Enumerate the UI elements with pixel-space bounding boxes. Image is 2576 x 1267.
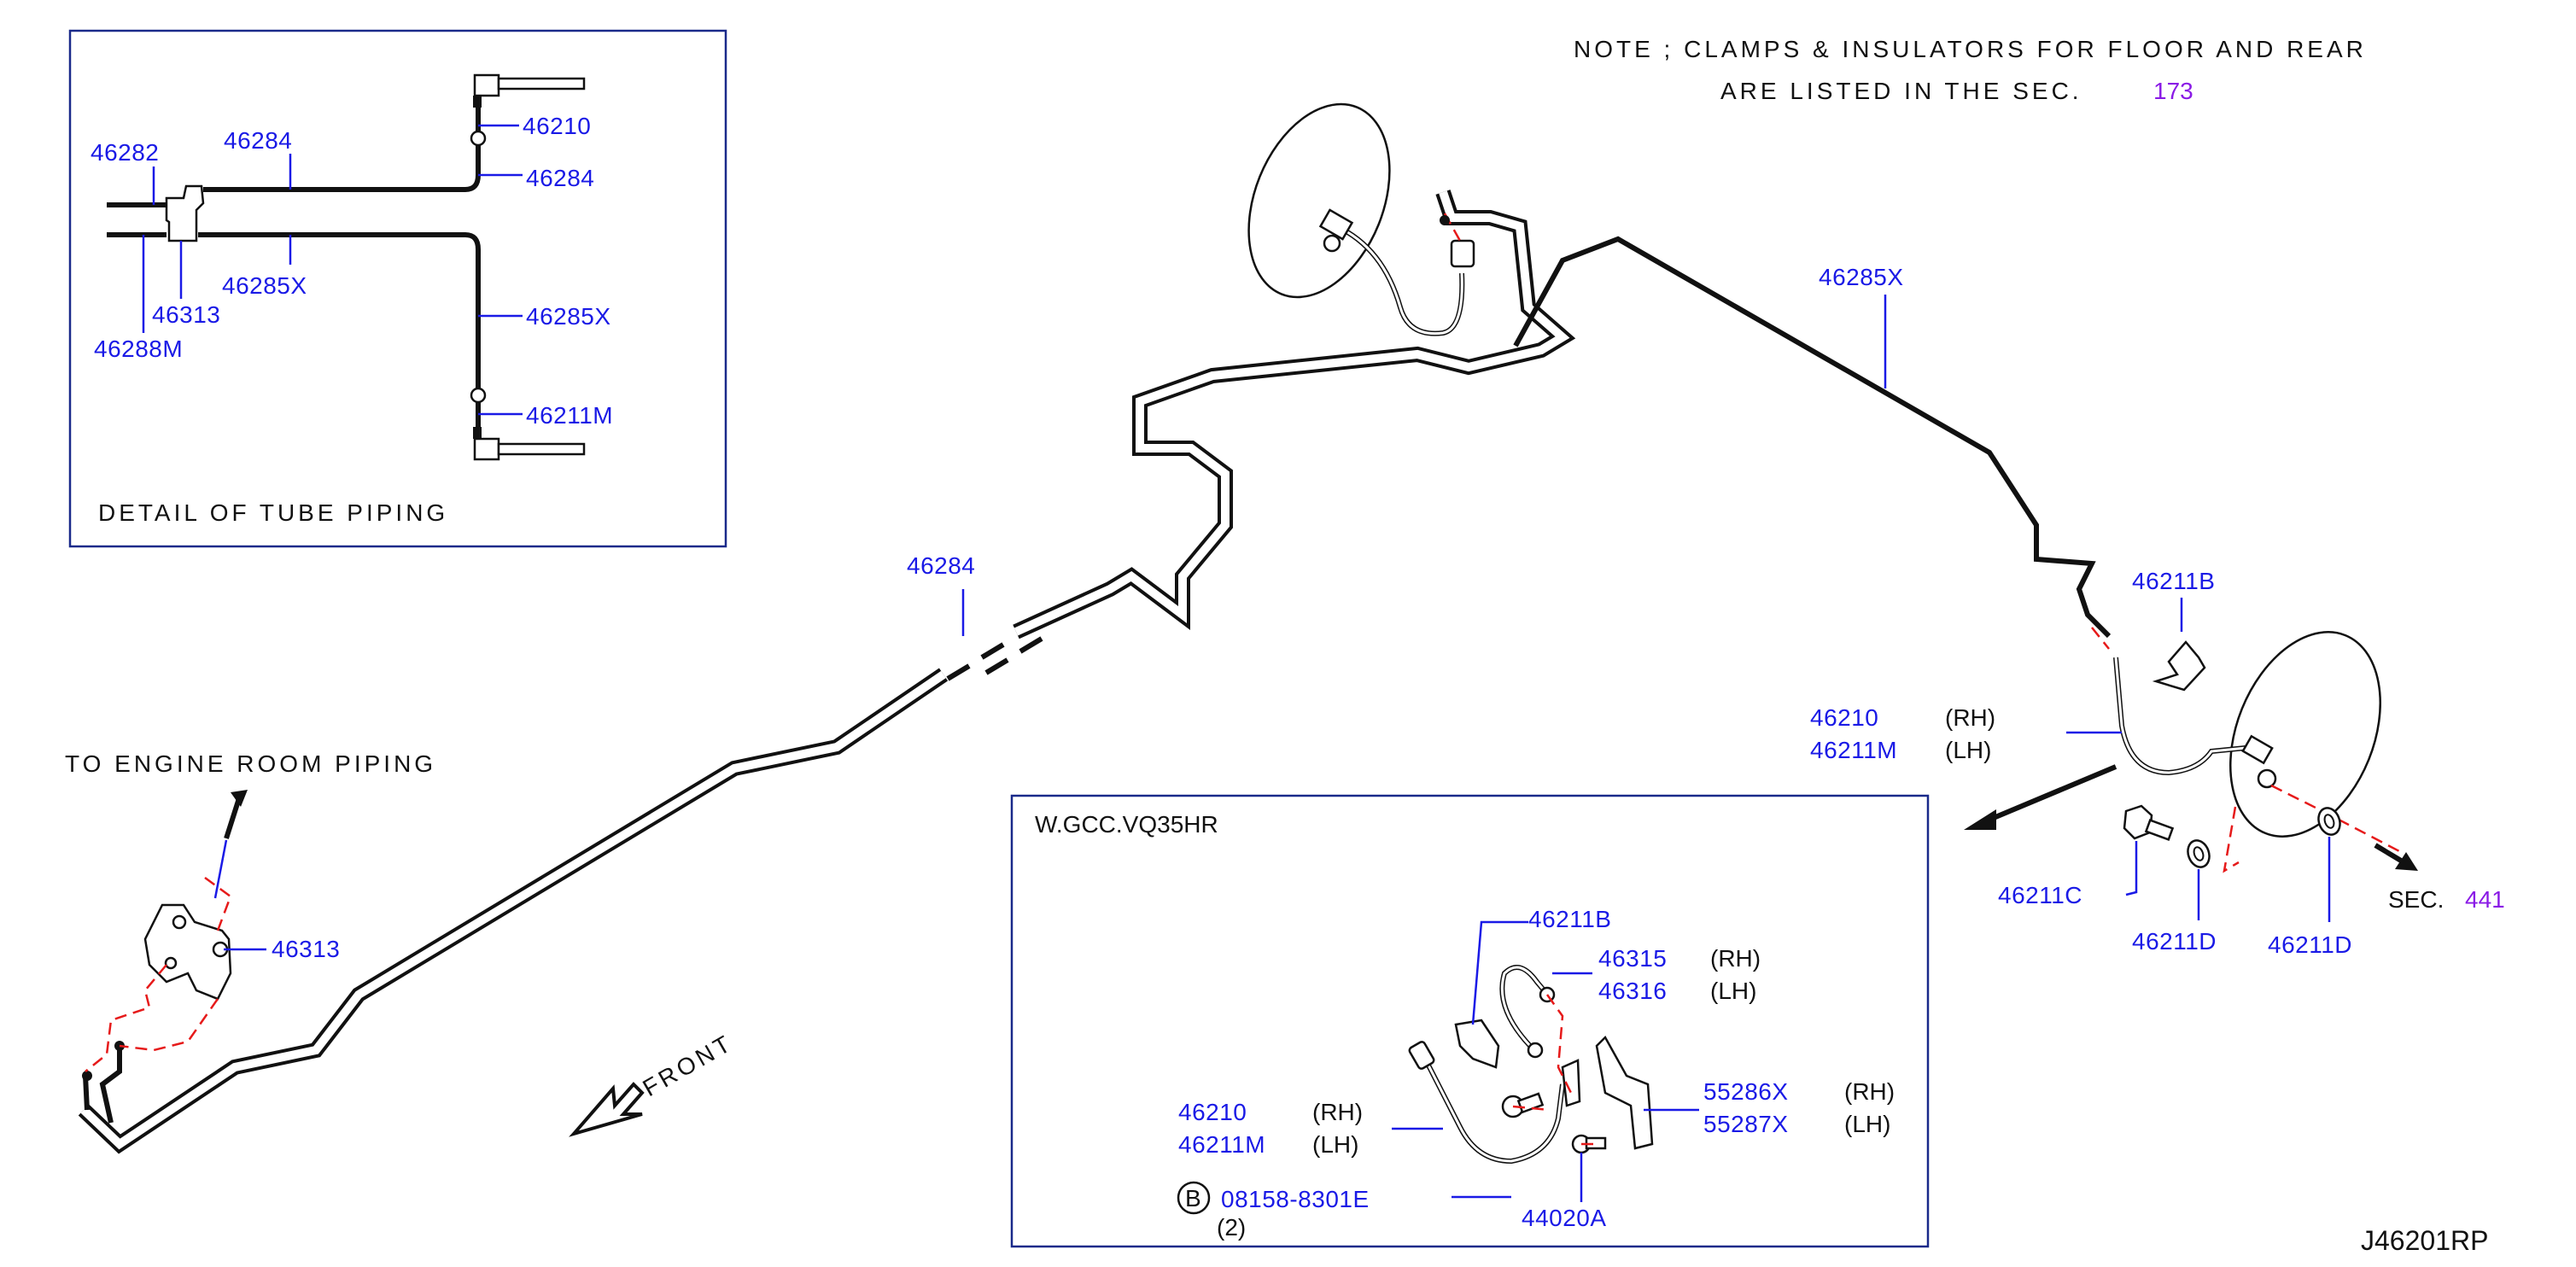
inset-box-title: W.GCC.VQ35HR [1035,811,1218,838]
label-46211d-2[interactable]: 46211D [2268,931,2352,958]
inset-box: W.GCC.VQ35HR [1010,794,1930,1248]
label-46315[interactable]: 46315 [1598,945,1667,972]
label-46313-detail[interactable]: 46313 [152,301,220,328]
label-46211m-detail[interactable]: 46211M [526,402,613,429]
rear-disc-assembly [1964,598,2418,922]
label-rh-46210-inset: (RH) [1312,1099,1363,1125]
engine-arrow-head [231,790,248,807]
note-line-1: NOTE ; CLAMPS & INSULATORS FOR FLOOR AND… [1574,36,2367,62]
to-engine-room-label: TO ENGINE ROOM PIPING [65,750,436,777]
label-44020a[interactable]: 44020A [1522,1205,1607,1231]
label-46211c[interactable]: 46211C [1998,882,2082,908]
junction-block-46313-detail [165,184,205,242]
label-rh-55286x: (RH) [1844,1078,1895,1105]
label-lh-55287x: (LH) [1844,1111,1890,1137]
washer-46211d-1 [2187,839,2211,868]
clip-46211b-inset [1454,1019,1500,1069]
label-46211m-rear[interactable]: 46211M [1810,737,1897,763]
bolt-callout-circle [1177,1181,1211,1215]
detail-box: 46282 46284 46210 46284 46285X 46313 462… [68,29,727,548]
bolt-46211c [2123,804,2153,840]
label-46288m[interactable]: 46288M [94,336,183,362]
note-line-2: ARE LISTED IN THE SEC. [1720,78,2082,104]
label-rh-rear: (RH) [1945,704,1995,731]
label-46210-detail[interactable]: 46210 [523,113,591,139]
main-pipe-run [78,190,2112,1154]
label-sec-rear: SEC. [2388,886,2444,913]
detail-box-frame [68,29,727,548]
label-sec-441[interactable]: 441 [2465,886,2505,913]
label-46284-detail[interactable]: 46284 [224,127,292,154]
fitting-46211m-detail [470,387,487,404]
front-label: FRONT [639,1029,738,1101]
engine-arrow-shaft [224,797,242,839]
junction-block-46313 [85,839,266,1072]
bolt-symbol-b: B [1185,1185,1201,1212]
washer-46211d-2 [2317,807,2341,836]
tube-46285x-rear [1513,236,2112,639]
tube-46284-detail [203,81,481,192]
front-left-disc-assembly [1247,102,1475,336]
label-46316[interactable]: 46316 [1598,978,1667,1004]
inset-box-frame [1010,794,1930,1248]
label-lh-46316: (LH) [1710,978,1756,1004]
label-46282[interactable]: 46282 [91,139,159,166]
fitting-top-detail [473,73,500,97]
label-46285x-detail-2[interactable]: 46285X [526,303,611,330]
label-46285x-main[interactable]: 46285X [1819,264,1904,290]
label-rh-46315: (RH) [1710,945,1761,972]
fitting-46210-detail [470,130,487,147]
brake-disc-rear [2229,631,2381,838]
front-direction-arrow [569,1082,645,1137]
tube-46285x-detail [198,232,481,444]
label-bolt-qty: (2) [1217,1214,1246,1241]
label-46211b-inset[interactable]: 46211B [1528,906,1611,932]
detail-box-title: DETAIL OF TUBE PIPING [98,499,448,526]
label-46313[interactable]: 46313 [272,936,340,962]
label-55286x[interactable]: 55286X [1703,1078,1789,1105]
label-46284-main[interactable]: 46284 [907,552,975,579]
clip-46211b [2152,640,2206,692]
label-46211d-1[interactable]: 46211D [2132,928,2217,955]
label-lh-46211m-inset: (LH) [1312,1131,1358,1158]
label-lh-rear: (LH) [1945,737,1991,763]
label-46210-rear[interactable]: 46210 [1810,704,1878,731]
brake-disc-front [1247,102,1391,299]
diagram-code: J46201RP [2361,1225,2488,1256]
label-46211m-inset[interactable]: 46211M [1178,1131,1265,1158]
label-55287x[interactable]: 55287X [1703,1111,1789,1137]
label-46284-detail-2[interactable]: 46284 [526,165,594,191]
label-08158-8301e[interactable]: 08158-8301E [1221,1186,1370,1212]
label-46285x-detail[interactable]: 46285X [222,272,307,299]
label-46210-inset[interactable]: 46210 [1178,1099,1247,1125]
label-46211b-rear[interactable]: 46211B [2132,568,2215,594]
note-sec-ref[interactable]: 173 [2153,78,2193,104]
bracket-55286x [1595,1035,1654,1150]
